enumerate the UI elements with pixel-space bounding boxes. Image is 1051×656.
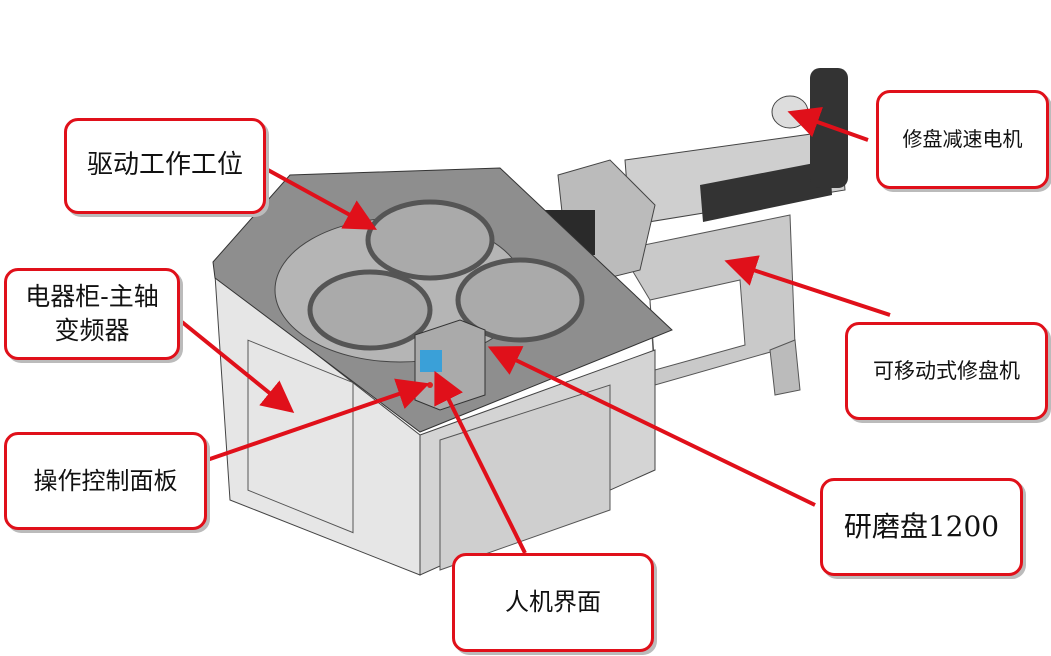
label-text: 可移动式修盘机 <box>873 358 1020 383</box>
label-text: 研磨盘1200 <box>843 510 1000 544</box>
label-text: 电器柜-主轴 <box>25 282 159 312</box>
label-dresser-motor: 修盘减速电机 <box>876 90 1049 189</box>
label-mobile-dresser: 可移动式修盘机 <box>845 322 1048 420</box>
label-text: 变频器 <box>54 316 130 345</box>
callout-arrows <box>180 106 891 554</box>
label-text: 操作控制面板 <box>33 466 178 495</box>
label-text: 人机界面 <box>505 588 601 617</box>
label-control-panel: 操作控制面板 <box>4 432 207 530</box>
control-box <box>414 319 486 411</box>
label-drive-station: 驱动工作工位 <box>64 118 266 214</box>
label-text: 驱动工作工位 <box>86 150 243 181</box>
label-text: 修盘减速电机 <box>902 127 1023 151</box>
label-grinding-disc: 研磨盘1200 <box>820 478 1023 576</box>
work-stations <box>307 199 585 351</box>
label-hmi: 人机界面 <box>452 553 654 652</box>
label-electric-cabinet: 电器柜-主轴变频器 <box>4 268 180 360</box>
